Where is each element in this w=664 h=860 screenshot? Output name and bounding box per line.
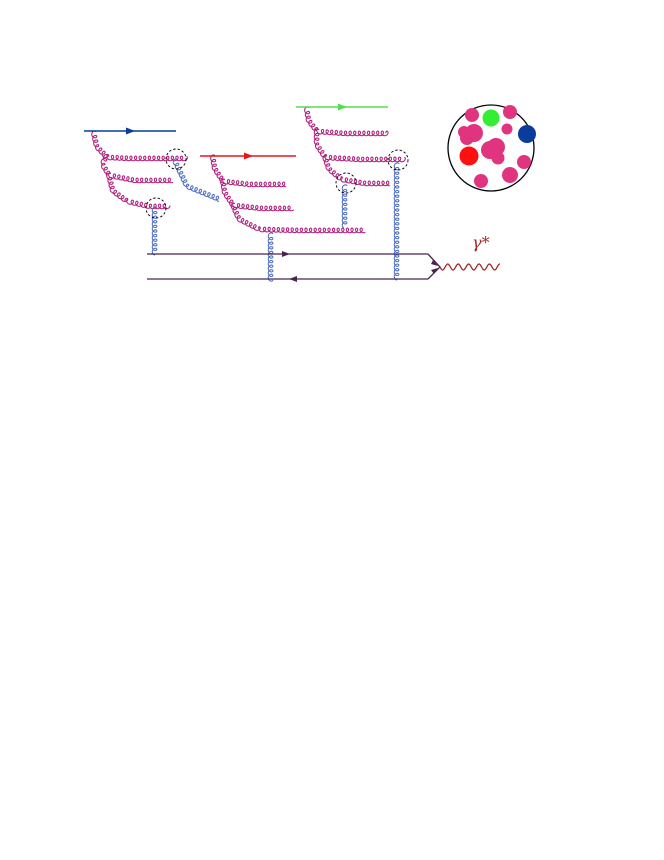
- target-arrow-left: [289, 276, 297, 282]
- quark-blue-arrow: [126, 127, 135, 135]
- blob-parton-11: [491, 151, 505, 165]
- blob-parton-13: [517, 155, 531, 169]
- target-arrow-vertex-top: [431, 260, 438, 266]
- gluon-blue-vertical: [151, 206, 158, 256]
- gluon-green-branch-2: [324, 154, 406, 163]
- gluon-green-cascade-1: [304, 106, 319, 132]
- blob-parton-15: [474, 174, 488, 188]
- gluon-blue-cascade-3: [106, 172, 129, 203]
- quark-lines: [84, 103, 388, 160]
- gluon-red-vertical: [267, 232, 274, 282]
- vertex-circle-green-upper: [387, 149, 409, 171]
- gluon-lines: [91, 106, 406, 282]
- vertex-circle-green-lower: [335, 172, 357, 194]
- blob-parton-5: [518, 125, 536, 143]
- gluon-red-branch-2: [232, 202, 294, 212]
- photon-wave: [439, 263, 501, 271]
- photon-line: [439, 263, 501, 271]
- gluon-red-branch-1: [222, 178, 287, 188]
- blob-parton-4: [501, 123, 513, 135]
- gluon-red-cascade-1: [210, 154, 225, 184]
- target-arrow-vertex-bottom: [431, 268, 438, 274]
- blob-parton-12: [459, 146, 479, 166]
- gluon-green-cascade-2: [313, 128, 327, 158]
- gluon-green-vertical-long: [393, 162, 400, 281]
- vertex-circle-blue-upper: [165, 148, 187, 170]
- blob-parton-14: [502, 167, 518, 183]
- gluon-red-long-branch: [258, 226, 366, 234]
- gluon-green-cascade-3: [322, 154, 343, 181]
- quark-green-arrow: [338, 103, 347, 111]
- blob-parton-2: [503, 105, 517, 119]
- gluon-blue-cascade-1: [91, 130, 109, 159]
- gluon-red-cascade-2: [220, 178, 235, 208]
- blob-parton-8: [460, 131, 474, 145]
- gluon-green-vertical-short: [341, 184, 348, 229]
- blob-parton-3: [482, 109, 500, 127]
- gluon-green-branch-3: [340, 176, 391, 187]
- gluon-blue-branch-3: [126, 198, 171, 210]
- gluon-blue-exchange: [172, 158, 220, 203]
- photon-label: γ*: [472, 233, 490, 252]
- vertex-circles: [145, 148, 409, 219]
- blob-parton-1: [465, 108, 479, 122]
- gluon-blue-branch-1: [106, 154, 188, 162]
- target-arrow-right: [282, 251, 290, 257]
- quark-red-arrow: [244, 152, 253, 160]
- gluon-green-branch-1: [316, 128, 389, 137]
- hadron-blob-icon: [447, 104, 536, 192]
- gluon-red-cascade-3: [230, 202, 261, 231]
- gluon-blue-branch-2: [108, 172, 174, 184]
- vertex-circle-blue-lower: [145, 197, 167, 219]
